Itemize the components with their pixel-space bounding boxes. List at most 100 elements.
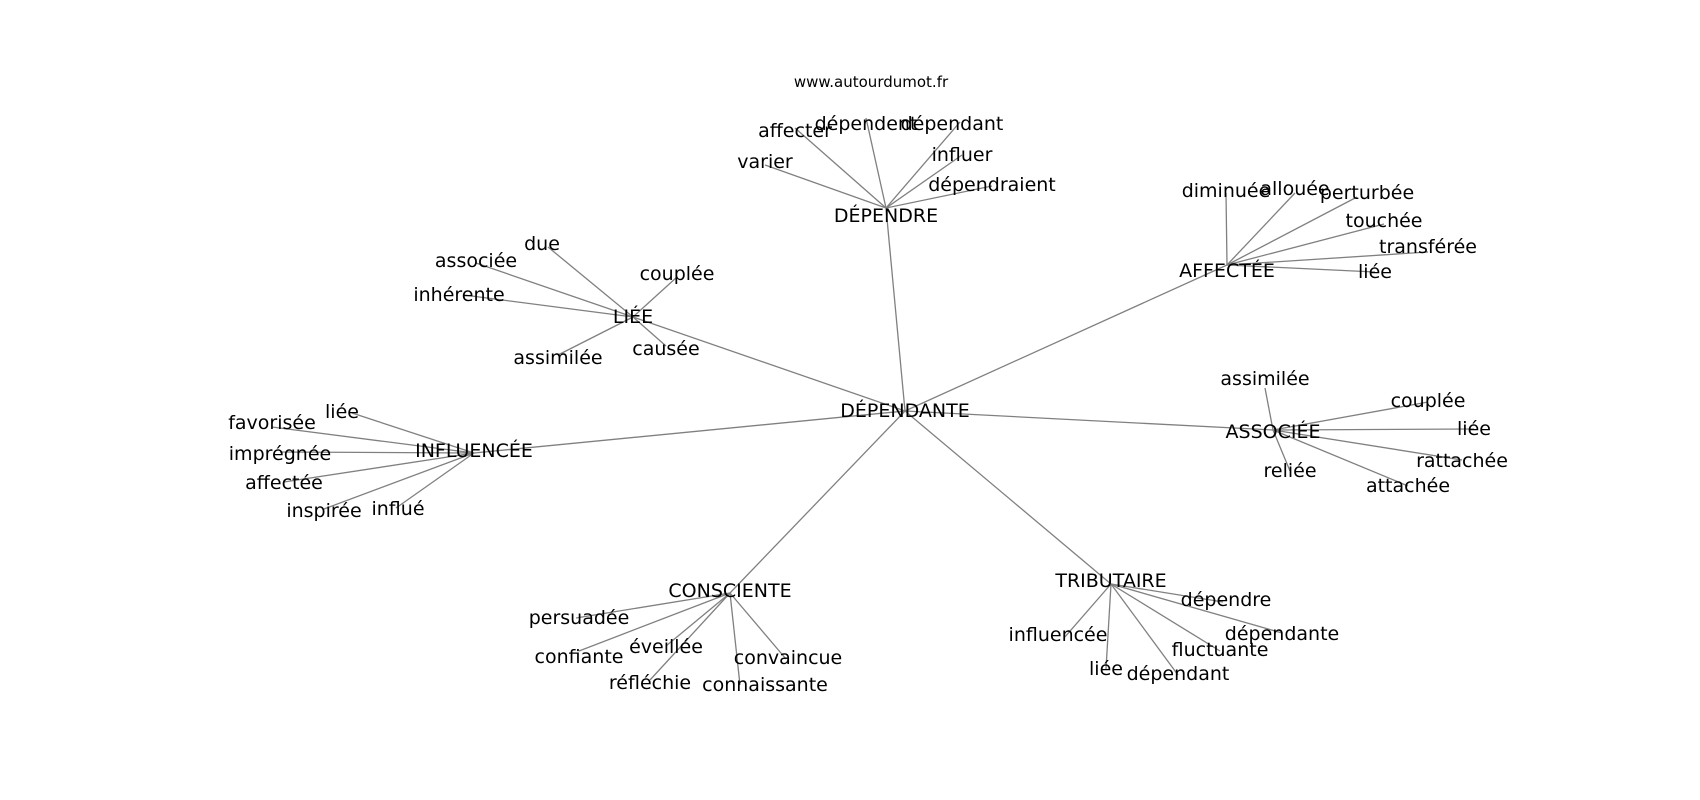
edge-influencee-leaf-1: [271, 426, 475, 454]
leaf-node-label: affectée: [245, 472, 323, 494]
leaf-node-label: transférée: [1379, 236, 1477, 258]
leaf-node-label: couplée: [1391, 390, 1466, 412]
edge-affectee-leaf-4: [1226, 251, 1429, 266]
edge-dependre-leaf-0: [794, 127, 887, 209]
edge-influencee-leaf-5: [395, 452, 475, 509]
edge-consciente-leaf-3: [729, 592, 787, 660]
leaf-node-label: éveillée: [629, 636, 703, 658]
center-node-label: DÉPENDANTE: [840, 399, 969, 422]
leaf-node-label: influencée: [1009, 624, 1108, 646]
hub-node-label-dependre: DÉPENDRE: [834, 204, 938, 227]
leaf-node-label: persuadée: [529, 607, 630, 629]
edge-consciente-leaf-2: [665, 592, 731, 647]
leaf-node-label: varier: [737, 151, 793, 173]
edge-affectee-leaf-1: [1226, 192, 1296, 266]
leaf-node-label: touchée: [1346, 210, 1423, 232]
edge-tributaire-leaf-4: [1105, 583, 1112, 670]
edge-center-associee: [904, 410, 1274, 431]
leaf-node-label: dépendante: [1225, 623, 1339, 645]
edge-dependre-leaf-5: [885, 185, 993, 209]
leaf-node-label: confiante: [535, 646, 624, 668]
edge-consciente-leaf-0: [575, 592, 731, 619]
edge-influencee-leaf-2: [279, 451, 475, 454]
leaf-node-label: perturbée: [1320, 182, 1414, 204]
leaf-node-label: dépendent: [815, 113, 918, 135]
graph-labels: www.autourdumot.fr DÉPENDANTE DÉPENDRE aff…: [228, 73, 1508, 696]
edge-dependre-leaf-3: [885, 154, 963, 209]
hub-node-label-liee: LIÉE: [613, 305, 653, 328]
edge-center-consciente: [729, 410, 906, 594]
edge-dependre-leaf-1: [865, 117, 887, 209]
edge-dependre-leaf-2: [885, 121, 961, 209]
edge-tributaire-leaf-1: [1110, 583, 1283, 634]
leaf-node-label: liée: [1457, 418, 1491, 440]
edge-center-liee: [632, 316, 906, 412]
edge-affectee-leaf-5: [1226, 264, 1376, 273]
hub-node-label-influencee: INFLUENCÉE: [415, 439, 533, 462]
edge-tributaire-leaf-5: [1110, 583, 1179, 676]
leaf-node-label: diminuée: [1182, 180, 1271, 202]
leaf-node-label: assimilée: [513, 347, 602, 369]
hub-node-label-tributaire: TRIBUTAIRE: [1054, 570, 1166, 592]
edge-consciente-leaf-1: [578, 592, 731, 652]
leaf-node-label: due: [524, 233, 560, 255]
leaf-node-label: rattachée: [1416, 450, 1508, 472]
source-label: www.autourdumot.fr: [794, 73, 949, 91]
leaf-node-label: attachée: [1366, 475, 1450, 497]
edge-associee-leaf-2: [1272, 428, 1475, 431]
edge-dependre-leaf-4: [764, 164, 887, 209]
leaf-node-label: liée: [1358, 261, 1392, 283]
leaf-node-label: fluctuante: [1172, 639, 1269, 661]
leaf-node-label: reliée: [1263, 460, 1316, 482]
edge-liee-leaf-2: [632, 276, 678, 318]
graph-edges: [271, 117, 1475, 686]
edge-consciente-leaf-4: [649, 592, 731, 681]
edge-associee-leaf-4: [1272, 429, 1291, 472]
hub-node-label-associee: ASSOCIÉE: [1226, 420, 1321, 443]
edge-liee-leaf-3: [463, 294, 634, 318]
hub-node-label-consciente: CONSCIENTE: [668, 580, 791, 602]
edge-center-tributaire: [904, 410, 1112, 585]
leaf-node-label: réfléchie: [609, 672, 691, 694]
leaf-node-label: couplée: [640, 263, 715, 285]
edge-influencee-leaf-0: [351, 412, 475, 454]
edge-tributaire-leaf-0: [1110, 583, 1224, 603]
hub-node-label-affectee: AFFECTÉE: [1179, 259, 1275, 282]
edge-associee-leaf-3: [1272, 429, 1463, 461]
edge-center-influencee: [473, 410, 906, 454]
leaf-node-label: liée: [1089, 658, 1123, 680]
leaf-node-label: inspirée: [286, 500, 361, 522]
edge-affectee-leaf-3: [1226, 223, 1385, 266]
edge-liee-leaf-0: [547, 246, 634, 318]
leaf-node-label: connaissante: [702, 674, 828, 696]
leaf-node-label: dépendant: [1127, 663, 1230, 685]
leaf-node-label: liée: [325, 401, 359, 423]
leaf-node-label: influé: [371, 498, 424, 520]
leaf-node-label: assimilée: [1220, 368, 1309, 390]
leaf-node-label: allouée: [1260, 178, 1329, 200]
edge-influencee-leaf-4: [323, 452, 475, 510]
leaf-node-label: associée: [435, 250, 517, 272]
leaf-node-label: favorisée: [228, 412, 316, 434]
leaf-node-label: inhérente: [413, 284, 504, 306]
leaf-node-label: imprégnée: [229, 443, 331, 465]
leaf-node-label: convaincue: [734, 647, 843, 669]
leaf-node-label: affecter: [758, 120, 832, 142]
edge-influencee-leaf-3: [283, 452, 475, 483]
edge-associee-leaf-5: [1272, 429, 1409, 487]
edge-center-affectee: [904, 264, 1228, 412]
edge-liee-leaf-4: [557, 316, 634, 356]
edge-consciente-leaf-5: [729, 592, 741, 686]
leaf-node-label: causée: [632, 338, 699, 360]
edge-affectee-leaf-0: [1225, 192, 1228, 266]
edge-liee-leaf-5: [632, 316, 667, 347]
edge-tributaire-leaf-3: [1110, 583, 1221, 652]
edge-associee-leaf-0: [1264, 387, 1274, 431]
leaf-node-label: influer: [932, 144, 993, 166]
edge-center-dependre: [885, 207, 906, 412]
leaf-node-label: dépendant: [901, 113, 1004, 135]
edge-associee-leaf-1: [1272, 401, 1429, 431]
leaf-node-label: dépendre: [1181, 589, 1272, 611]
edge-affectee-leaf-2: [1226, 196, 1358, 266]
